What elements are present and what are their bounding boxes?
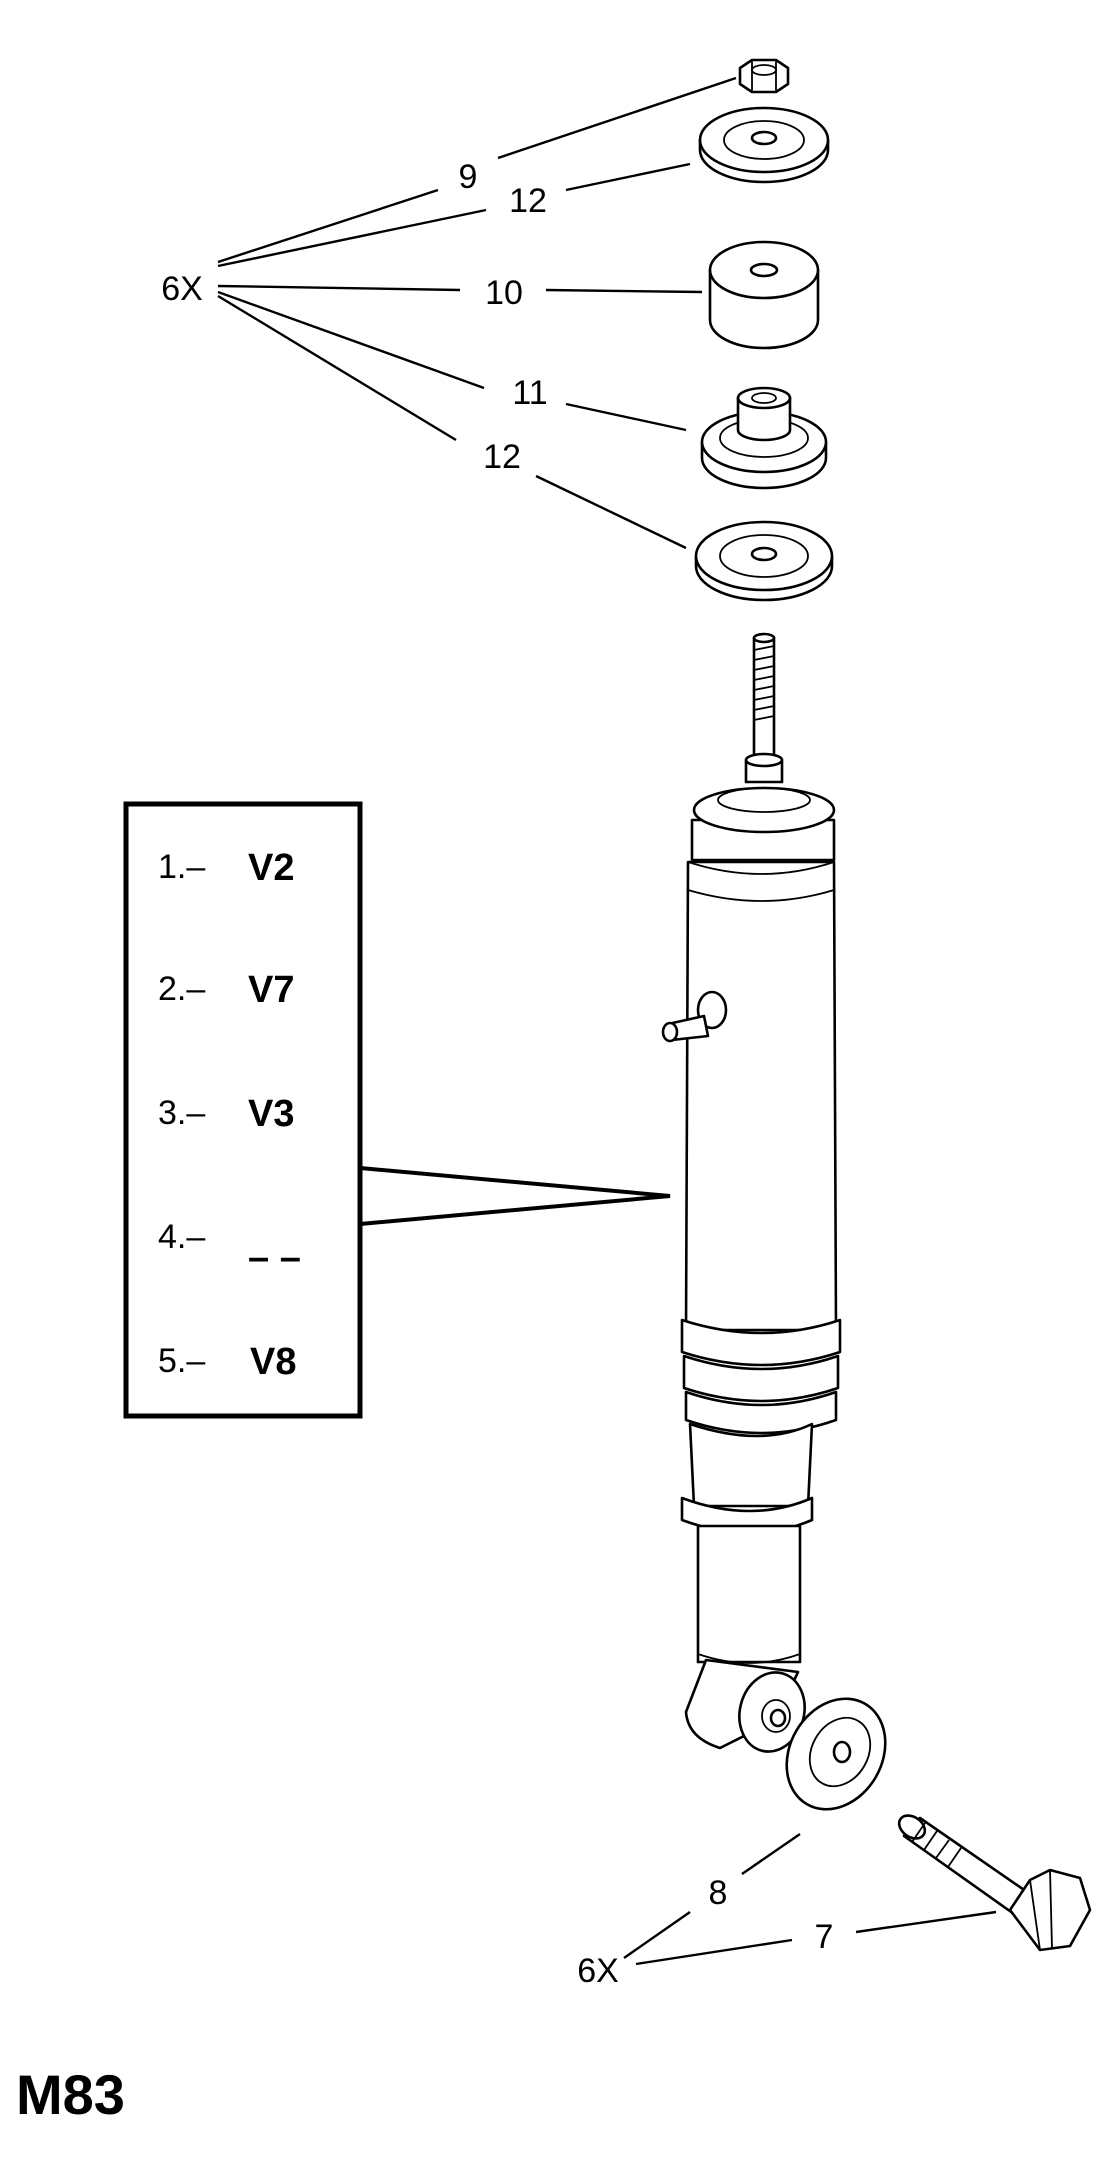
bolt-part-7: [897, 1814, 1092, 1952]
callout-9: 9: [459, 158, 478, 196]
callout-6x-top: 6X: [161, 270, 203, 308]
callout-12-upper: 12: [509, 182, 547, 220]
shock-absorber-body: [661, 632, 842, 1753]
variant-row-2-code: V7: [248, 969, 294, 1011]
bushing-part-10: [708, 240, 820, 350]
variant-row-5-number: 5.–: [158, 1342, 205, 1380]
washer-part-12-lower: [694, 520, 834, 602]
callout-7: 7: [815, 1918, 834, 1956]
washer-part-8: [785, 1697, 887, 1811]
bottom-mounting-eye: [684, 1658, 806, 1753]
variant-row-2-number: 2.–: [158, 970, 205, 1008]
variant-row-3-code: V3: [248, 1093, 294, 1135]
variant-row-5-code: V8: [250, 1341, 296, 1383]
variant-row-3-number: 3.–: [158, 1094, 205, 1132]
variant-row-4-code: – –: [248, 1237, 301, 1279]
figure-code: M83: [16, 2063, 125, 2126]
nut-part-9: [738, 58, 790, 94]
side-nipple: [661, 990, 728, 1043]
variant-row-1-code: V2: [248, 847, 294, 889]
flanged-bushing-part-11: [700, 386, 828, 490]
variant-table: 1.– V2 2.– V7 3.– V3 4.– – – 5.– V8: [123, 801, 363, 1419]
callout-10: 10: [485, 274, 523, 312]
variant-row-4-number: 4.–: [158, 1218, 205, 1256]
washer-part-12-upper: [698, 106, 830, 184]
leader-lines: [217, 76, 997, 1966]
callout-6x-bottom: 6X: [577, 1952, 619, 1990]
callout-8: 8: [709, 1874, 728, 1912]
callout-12-lower: 12: [483, 438, 521, 476]
callout-11: 11: [512, 374, 547, 412]
variant-row-1-number: 1.–: [158, 848, 205, 886]
